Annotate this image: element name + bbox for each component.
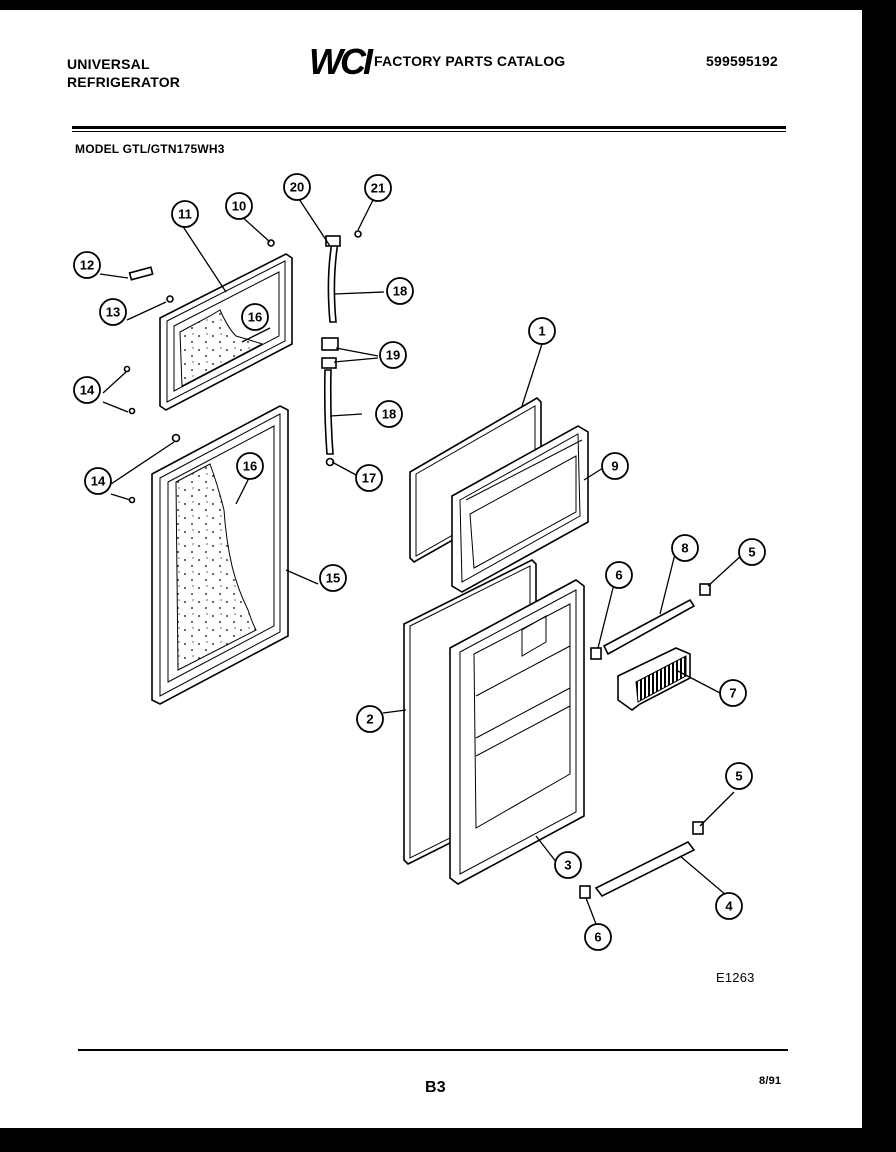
callout-18-bottom: 18 — [375, 400, 403, 428]
callout-20: 20 — [283, 173, 311, 201]
svg-text:17: 17 — [362, 471, 376, 486]
logo-lettering: WCI — [309, 42, 374, 80]
callout-16-top: 16 — [241, 303, 269, 331]
header-rule-thin — [72, 131, 786, 132]
callout-14-bottom: 14 — [84, 467, 112, 495]
svg-text:5: 5 — [735, 769, 742, 784]
svg-text:14: 14 — [80, 383, 95, 398]
callout-10: 10 — [225, 192, 253, 220]
svg-text:21: 21 — [371, 181, 385, 196]
callout-5-top: 5 — [738, 538, 766, 566]
svg-text:6: 6 — [615, 568, 622, 583]
catalog-date: 8/91 — [759, 1075, 782, 1087]
diagram-code: E1263 — [716, 970, 755, 985]
callout-7: 7 — [719, 679, 747, 707]
svg-text:13: 13 — [106, 305, 120, 320]
fresh-food-door-liner-right — [449, 579, 585, 885]
catalog-number: 599595192 — [706, 53, 778, 69]
svg-text:14: 14 — [91, 474, 106, 489]
svg-text:12: 12 — [80, 258, 94, 273]
wci-logo: WCI — [307, 41, 377, 82]
svg-text:2: 2 — [366, 712, 373, 727]
callout-9: 9 — [601, 452, 629, 480]
callout-13: 13 — [99, 298, 127, 326]
callout-16-bottom: 16 — [236, 452, 264, 480]
callout-8: 8 — [671, 534, 699, 562]
svg-text:3: 3 — [564, 858, 571, 873]
fresh-food-door-liner — [151, 405, 289, 705]
callout-11: 11 — [171, 200, 199, 228]
svg-text:8: 8 — [681, 541, 688, 556]
svg-text:9: 9 — [611, 459, 618, 474]
svg-text:15: 15 — [326, 571, 340, 586]
callout-12: 12 — [73, 251, 101, 279]
page-number: B3 — [425, 1079, 446, 1096]
svg-text:18: 18 — [382, 407, 396, 422]
catalog-page: UNIVERSAL REFRIGERATOR WCI FACTORY PARTS… — [0, 10, 862, 1128]
svg-text:16: 16 — [243, 459, 257, 474]
callout-15: 15 — [319, 564, 347, 592]
svg-text:6: 6 — [594, 930, 601, 945]
svg-text:7: 7 — [729, 686, 736, 701]
svg-text:10: 10 — [232, 199, 246, 214]
callout-5-bottom: 5 — [725, 762, 753, 790]
freezer-door-liner — [451, 425, 589, 593]
small-hardware-left — [123, 239, 275, 504]
callout-19: 19 — [379, 341, 407, 369]
header-rule — [72, 126, 786, 129]
catalog-title: FACTORY PARTS CATALOG — [374, 53, 566, 69]
callout-17: 17 — [355, 464, 383, 492]
svg-text:11: 11 — [178, 207, 192, 222]
freezer-door-panel — [159, 253, 293, 411]
brand-line-2: REFRIGERATOR — [67, 74, 181, 90]
wci-logo-graphic: WCI — [309, 41, 377, 82]
brand-name: UNIVERSAL REFRIGERATOR — [67, 55, 180, 91]
hinge-assembly — [321, 230, 362, 467]
svg-text:4: 4 — [725, 899, 733, 914]
svg-text:16: 16 — [248, 310, 262, 325]
svg-text:20: 20 — [290, 180, 304, 195]
callout-1: 1 — [528, 317, 556, 345]
svg-text:19: 19 — [386, 348, 400, 363]
callout-18-top: 18 — [386, 277, 414, 305]
model-number: MODEL GTL/GTN175WH3 — [75, 142, 225, 156]
callout-6-top: 6 — [605, 561, 633, 589]
callout-4: 4 — [715, 892, 743, 920]
footer-rule — [78, 1049, 788, 1051]
svg-text:1: 1 — [538, 324, 545, 339]
brand-line-1: UNIVERSAL — [67, 56, 150, 72]
callout-6-bottom: 6 — [584, 923, 612, 951]
callout-14-top: 14 — [73, 376, 101, 404]
svg-text:5: 5 — [748, 545, 755, 560]
exploded-parts-diagram: 1 2 3 4 5 5 6 6 7 8 9 10 11 12 13 14 14 … — [73, 173, 766, 951]
callout-21: 21 — [364, 174, 392, 202]
svg-text:18: 18 — [393, 284, 407, 299]
trim-and-cover-parts — [579, 583, 711, 899]
leader-lines — [99, 195, 744, 925]
callout-2: 2 — [356, 705, 384, 733]
callout-3: 3 — [554, 851, 582, 879]
